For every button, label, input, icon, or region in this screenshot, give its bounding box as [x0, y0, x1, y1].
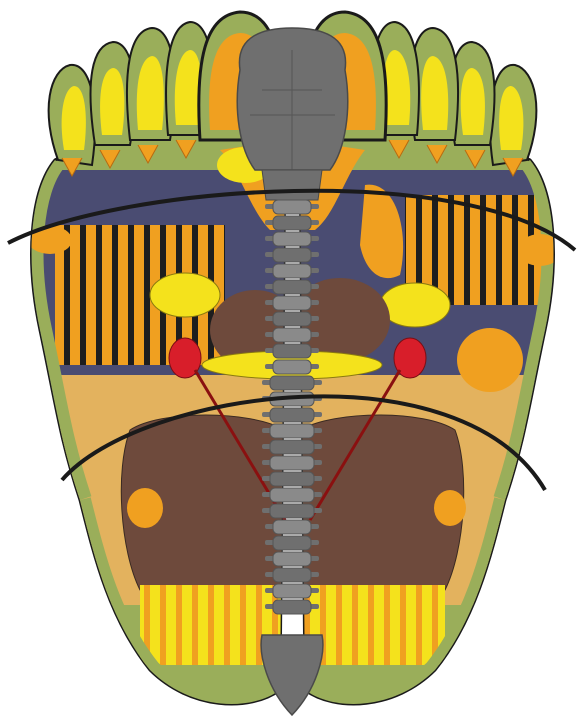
- vertebra: [273, 200, 311, 214]
- vertebra: [270, 472, 314, 486]
- neck-shape: [262, 170, 322, 200]
- vertebra: [273, 344, 311, 358]
- vertebra: [273, 568, 311, 582]
- vertebra: [270, 456, 314, 470]
- right-yellow-ball: [380, 283, 450, 327]
- vertebra: [273, 216, 311, 230]
- right-orange-small: [518, 234, 562, 266]
- vertebra: [273, 360, 311, 374]
- vertebra: [273, 264, 311, 278]
- right-orange-circle: [457, 328, 523, 392]
- vertebra: [273, 312, 311, 326]
- vertebra: [270, 424, 314, 438]
- sacrum-shape: [261, 635, 323, 715]
- vertebra: [273, 328, 311, 342]
- vertebra: [273, 584, 311, 598]
- vertebra: [273, 232, 311, 246]
- vertebra: [270, 504, 314, 518]
- left-orange-heel-dot: [127, 488, 163, 528]
- vertebra: [273, 536, 311, 550]
- vertebra: [273, 552, 311, 566]
- vertebra: [273, 600, 311, 614]
- vertebra: [270, 408, 314, 422]
- vertebra: [270, 440, 314, 454]
- left-yellow-ball: [150, 273, 220, 317]
- vertebra: [273, 296, 311, 310]
- right-orange-heel-dot: [434, 490, 466, 526]
- vertebra: [270, 376, 314, 390]
- vertebra: [273, 520, 311, 534]
- vertebra: [270, 488, 314, 502]
- vertebra: [273, 248, 311, 262]
- vertebra: [273, 280, 311, 294]
